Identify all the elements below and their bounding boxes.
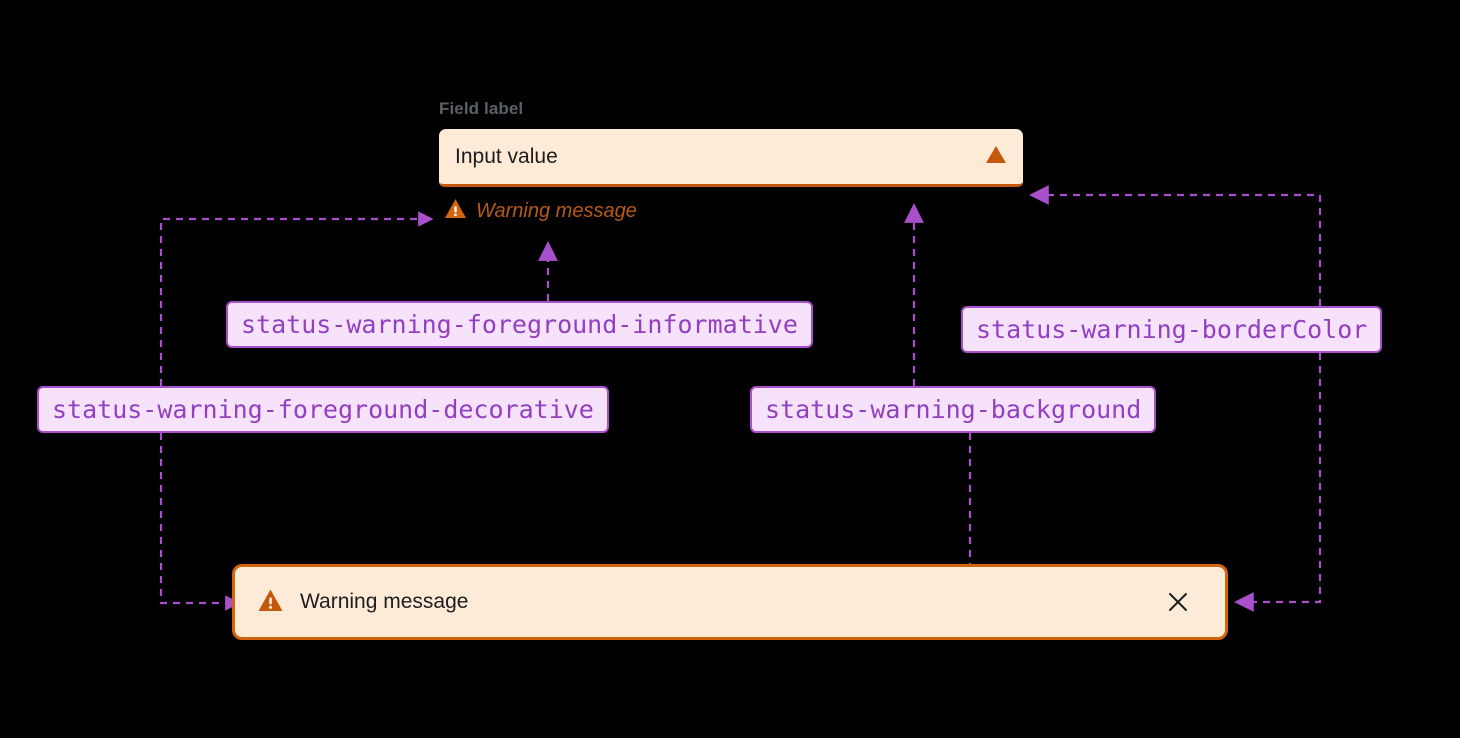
banner-message: Warning message (300, 590, 469, 613)
token-chip-status-warning-background[interactable]: status-warning-background (750, 386, 1157, 433)
field-warning-message: Warning message (439, 198, 1023, 224)
warning-triangle-exclamation-icon (444, 198, 467, 224)
warning-banner: Warning message (232, 564, 1228, 640)
form-field-group: Field label Input value Warning message (439, 99, 1023, 224)
connector-bordercolor-to-input-border (1029, 185, 1322, 306)
connector-bordercolor-to-banner-border (1234, 353, 1322, 612)
connector-decorative-to-banner-icon (159, 433, 241, 611)
warning-triangle-icon (985, 145, 1007, 169)
token-chip-status-warning-foreground-informative[interactable]: status-warning-foreground-informative (226, 301, 813, 348)
input-value[interactable]: Input value (455, 144, 558, 168)
field-label: Field label (439, 99, 524, 118)
text-input[interactable]: Input value (439, 129, 1023, 187)
token-chip-status-warning-bordercolor[interactable]: status-warning-borderColor (961, 306, 1383, 353)
close-icon[interactable] (1163, 587, 1193, 617)
token-chip-status-warning-foreground-decorative[interactable]: status-warning-foreground-decorative (37, 386, 609, 433)
field-warning-text: Warning message (476, 200, 637, 222)
warning-triangle-exclamation-icon (257, 588, 284, 617)
